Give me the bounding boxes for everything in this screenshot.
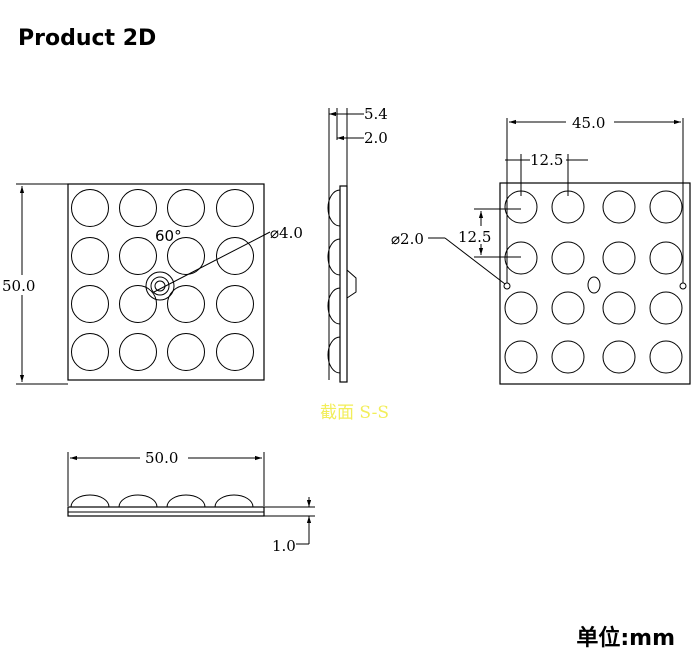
side-lens-dome [327,189,341,227]
back-lens [504,291,538,325]
back-lens [649,291,683,325]
bottom-view: 50.0 1.0 [67,448,315,555]
back-lens [649,241,683,275]
front-view: ⌀4.0 60° 50.0 [0,183,303,385]
front-lens [167,285,205,323]
angle-label: 60° [155,227,182,245]
front-lens [216,285,254,323]
side-lens-profile [327,189,341,374]
side-top-label: 5.4 [364,105,388,123]
back-lens [602,291,636,325]
front-lens [71,189,109,227]
side-mid-label: 2.0 [364,129,388,147]
side-plate [339,185,348,383]
front-lens [71,285,109,323]
back-lens [504,241,538,275]
back-view-outline [499,182,691,385]
bottom-lens-dome [214,494,254,508]
front-lens-grid [71,189,254,371]
front-hole-leader [153,231,271,293]
back-width-label: 45.0 [572,114,605,132]
back-hole-label: ⌀2.0 [391,230,424,248]
front-view-outline [67,183,265,381]
side-lens-dome [327,238,341,276]
section-label: 截面 S-S [320,403,389,423]
front-height-label: 50.0 [2,277,35,295]
bottom-width-label: 50.0 [145,449,178,467]
back-pitch-x-label: 12.5 [530,151,563,169]
back-lens [602,241,636,275]
front-hole-label: ⌀4.0 [270,224,303,242]
front-lens [71,237,109,275]
side-hole-profile [346,269,357,299]
bottom-thickness-label: 1.0 [272,537,296,555]
bottom-lens-profile [70,494,254,508]
bottom-lens-dome [70,494,110,508]
front-lens [216,189,254,227]
back-hole-leader [444,237,506,285]
back-center-mark [587,276,601,294]
front-lens [71,333,109,371]
bottom-lens-dome [118,494,158,508]
back-lens [551,241,585,275]
side-view: 5.4 2.0 截面 S-S [320,105,389,423]
front-lens [167,189,205,227]
front-lens [119,189,157,227]
bottom-lens-dome [166,494,206,508]
back-lens [602,190,636,224]
back-lens [649,190,683,224]
back-lens [551,291,585,325]
back-pitch-y-label: 12.5 [458,228,491,246]
unit-label: 单位:mm [576,626,675,651]
page-title: Product 2D [18,26,157,51]
back-lens [649,340,683,374]
front-lens [216,237,254,275]
back-view: 45.0 12.5 12.5 ⌀2.0 [391,112,691,385]
side-lens-dome [327,336,341,374]
back-lens [602,340,636,374]
front-lens [119,333,157,371]
front-lens [167,237,205,275]
front-lens [119,237,157,275]
front-lens [216,333,254,371]
side-lens-dome [327,287,341,325]
front-lens [119,285,157,323]
back-lens [551,340,585,374]
back-lens [504,340,538,374]
front-lens [167,333,205,371]
